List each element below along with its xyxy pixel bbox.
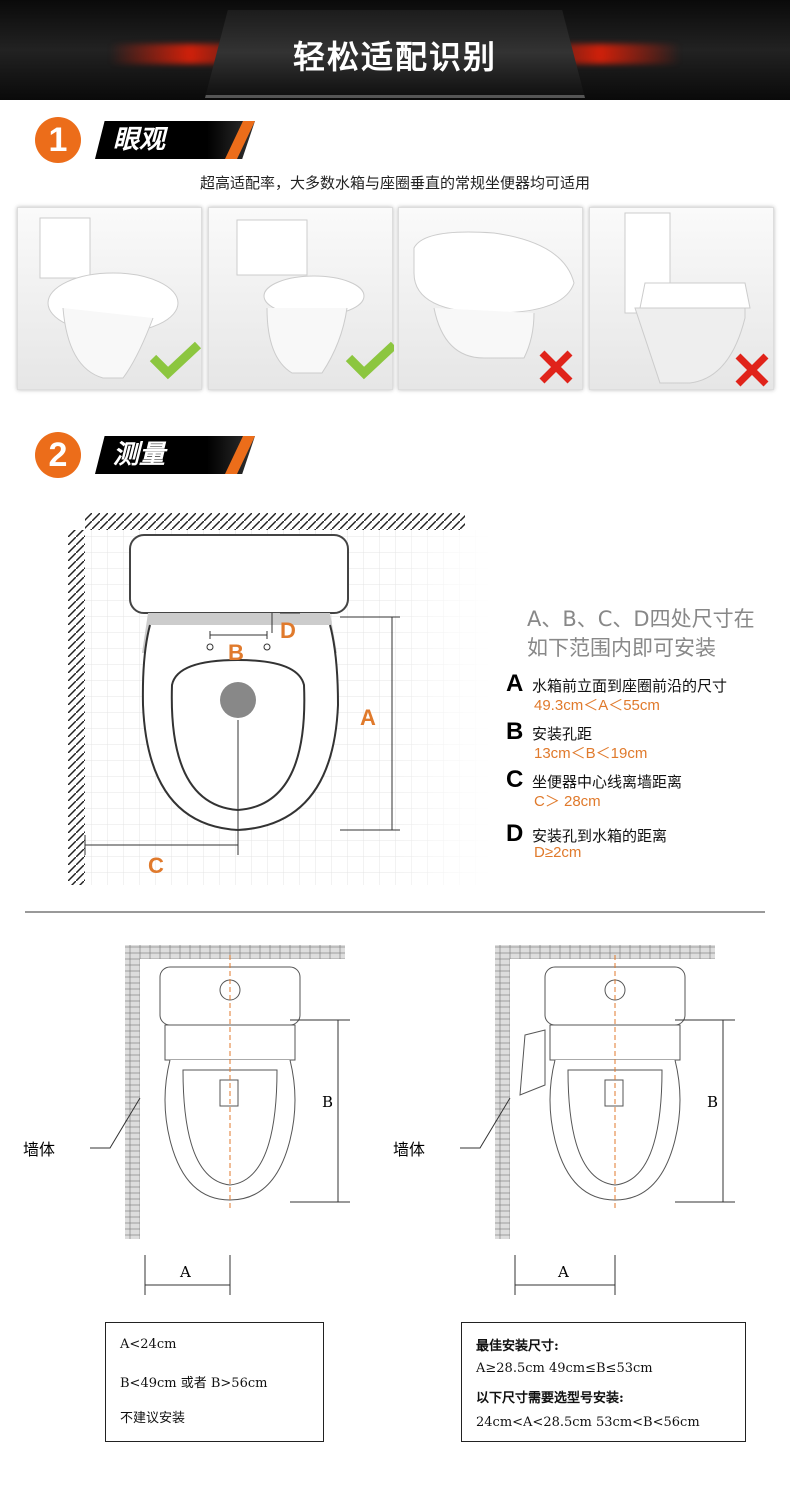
section-title: 眼观 [113,125,166,155]
box-line: A≥28.5cm 49cm≤B≤53cm [476,1361,653,1376]
heading-line: A、B、C、D四处尺寸在 [527,607,755,631]
measure-heading: A、B、C、D四处尺寸在 如下范围内即可安装 [527,605,755,663]
item-range: 49.3cm＜A＜55cm [534,697,660,714]
label-b: B [228,640,244,665]
step-number-1: 1 [35,117,81,163]
letter: C [506,766,524,793]
photo-one-piece-toilet [17,207,202,390]
section-subtitle: 超高适配率，大多数水箱与座圈垂直的常规坐便器均可适用 [199,174,590,192]
not-recommended-box: A<24cm B<49cm 或者 B>56cm 不建议安装 [105,1322,324,1442]
box-line: B<49cm 或者 B>56cm [120,1376,268,1391]
box-line: 24cm<A<28.5cm 53cm<B<56cm [476,1415,700,1430]
title-plate [205,10,585,98]
item-a: A 水箱前立面到座圈前沿的尺寸 [506,670,728,697]
item-label: 水箱前立面到座圈前沿的尺寸 [532,677,728,695]
check-icon [345,341,398,380]
item-label: 安装孔距 [532,725,593,743]
step-number-2: 2 [35,432,81,478]
item-b: B 安装孔距 [506,718,727,745]
label-b: B [707,1093,718,1111]
wall-label: 墙体 [23,1140,55,1159]
photo-round-integrated-toilet [398,207,583,390]
item-label: 坐便器中心线离墙距离 [532,773,683,791]
box-line: 以下尺寸需要选型号安装: [476,1391,624,1406]
label-d: D [280,618,296,643]
item-range: C＞ 28cm [534,793,601,810]
letter: A [506,670,524,697]
label-c: C [148,853,164,878]
item-d: D 安装孔到水箱的距离 [506,820,727,847]
best-install-box: 最佳安装尺寸: A≥28.5cm 49cm≤B≤53cm 以下尺寸需要选型号安装… [461,1322,746,1442]
box-line: 不建议安装 [120,1411,186,1426]
measure-diagram: B D A C [68,505,490,885]
wall-label: 墙体 [393,1140,425,1159]
section-title: 测量 [113,440,166,470]
cross-icon [539,350,573,384]
box-line: 最佳安装尺寸: [476,1339,559,1354]
item-range: D≥2cm [534,844,582,861]
label-a: A [360,705,376,730]
photo-square-toilet [589,207,774,390]
item-label: 安装孔到水箱的距离 [532,827,668,845]
label-a: A [179,1263,191,1281]
photo-two-piece-toilet [208,207,398,390]
page-title: 轻松适配识别 [292,38,497,76]
divider [25,911,765,913]
step-title-2: 测量 [95,436,255,474]
step-title-1: 眼观 [95,121,255,159]
box-line: A<24cm [120,1337,177,1352]
item-range: 13cm＜B＜19cm [534,745,648,762]
install-diagram-right: B A 墙体 [393,945,735,1295]
install-diagram-left: B A 墙体 [23,945,350,1295]
cross-icon [735,353,769,387]
letter: B [506,718,524,745]
measure-list: A 水箱前立面到座圈前沿的尺寸 49.3cm＜A＜55cm B 安装孔距 13cm＜… [506,670,727,861]
item-c: C 坐便器中心线离墙距离 [506,766,727,793]
letter: D [506,820,524,847]
label-b: B [322,1093,333,1111]
heading-line: 如下范围内即可安装 [527,636,716,660]
label-a: A [557,1263,569,1281]
check-icon [149,341,202,380]
header-banner: 轻松适配识别 [0,0,790,100]
